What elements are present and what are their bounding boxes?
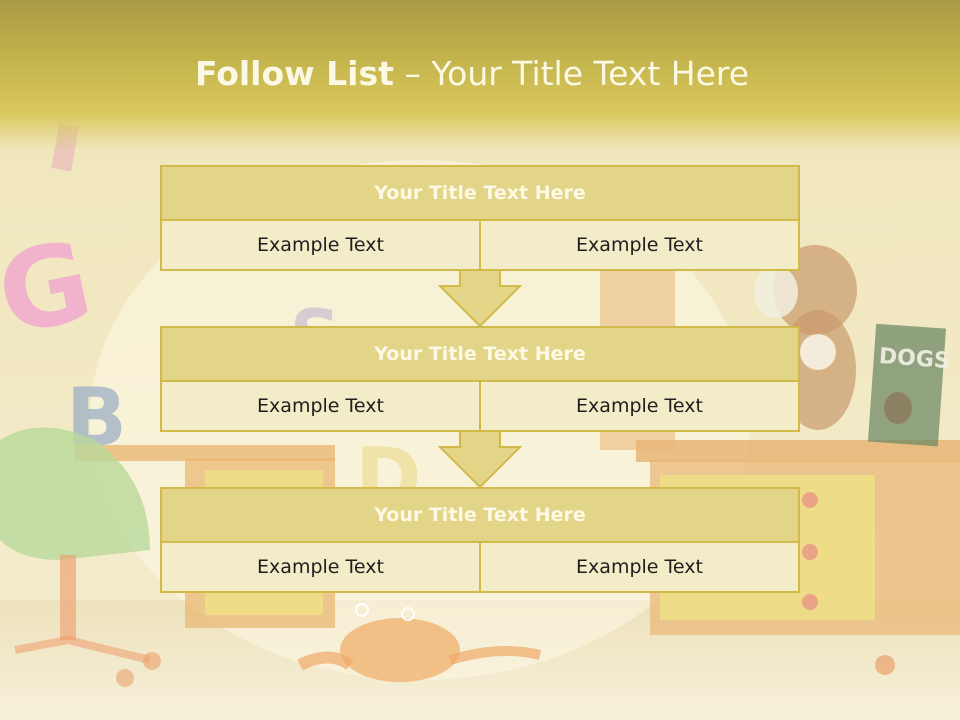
down-arrow-icon (438, 270, 522, 328)
block-heading: Your Title Text Here (160, 487, 800, 543)
block-heading: Your Title Text Here (160, 165, 800, 221)
title-bold-part: Follow List (194, 54, 394, 93)
title-header-band (0, 0, 960, 150)
block-right-text: Example Text (481, 221, 800, 271)
block-right-text: Example Text (481, 543, 800, 593)
book-label: DOGS (878, 344, 950, 374)
block-row: Example Text Example Text (160, 543, 800, 593)
block-row: Example Text Example Text (160, 382, 800, 432)
follow-block-2: Your Title Text Here Example Text Exampl… (160, 326, 800, 432)
down-arrow-icon (438, 431, 522, 489)
follow-block-3: Your Title Text Here Example Text Exampl… (160, 487, 800, 593)
block-left-text: Example Text (160, 221, 481, 271)
block-heading: Your Title Text Here (160, 326, 800, 382)
follow-block-1: Your Title Text Here Example Text Exampl… (160, 165, 800, 271)
block-left-text: Example Text (160, 382, 481, 432)
block-left-text: Example Text (160, 543, 481, 593)
block-right-text: Example Text (481, 382, 800, 432)
slide-title: Follow List – Your Title Text Here (0, 54, 944, 93)
title-rest-part: – Your Title Text Here (393, 54, 750, 93)
block-row: Example Text Example Text (160, 221, 800, 271)
